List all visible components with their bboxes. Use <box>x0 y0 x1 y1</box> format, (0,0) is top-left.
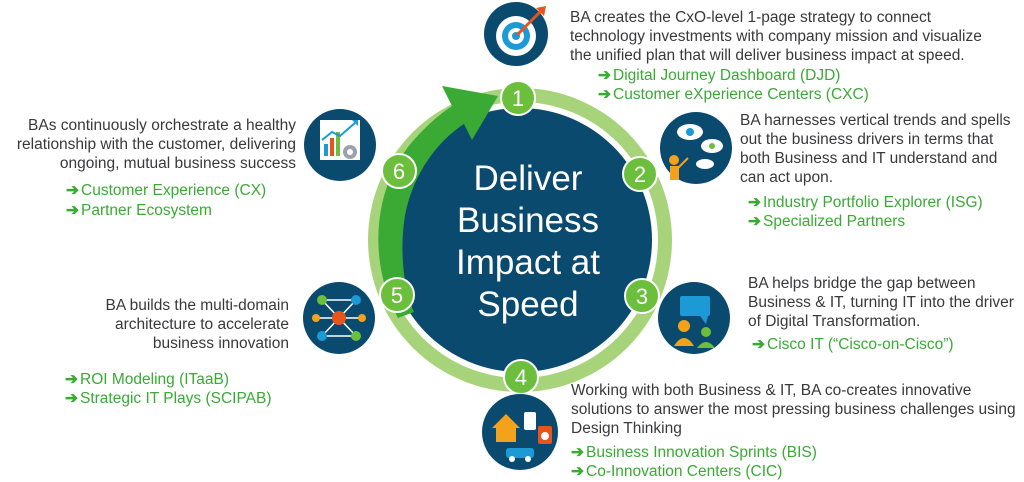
step-3-link-cisco-it[interactable]: ➔Cisco IT (“Cisco-on-Cisco”) <box>752 335 954 354</box>
link-label: ROI Modeling (ITaaB) <box>80 371 230 388</box>
green-arrow-icon: ➔ <box>748 213 761 230</box>
link-label: Co-Innovation Centers (CIC) <box>586 463 783 480</box>
green-arrow-icon: ➔ <box>571 444 584 461</box>
step-4-description: Working with both Business & IT, BA co-c… <box>571 382 1016 437</box>
green-arrow-icon: ➔ <box>66 202 79 219</box>
green-arrow-icon: ➔ <box>598 86 611 103</box>
step-badge-6: 6 <box>381 153 417 189</box>
step-2-description: BA harnesses vertical trends and spells … <box>740 112 1011 186</box>
step-6-link-partner-ecosystem[interactable]: ➔Partner Ecosystem <box>66 201 212 220</box>
step-number-5: 5 <box>391 283 403 308</box>
step-2-link-partners[interactable]: ➔Specialized Partners <box>748 212 905 231</box>
step-4-link-cic[interactable]: ➔Co-Innovation Centers (CIC) <box>571 462 782 481</box>
link-label: Customer Experience (CX) <box>81 182 267 199</box>
green-arrow-icon: ➔ <box>65 371 78 388</box>
green-arrow-icon: ➔ <box>598 67 611 84</box>
step-number-4: 4 <box>515 365 527 390</box>
green-arrow-icon: ➔ <box>65 390 78 407</box>
step-2-link-isg[interactable]: ➔Industry Portfolio Explorer (ISG) <box>748 193 983 212</box>
green-arrow-icon: ➔ <box>752 336 765 353</box>
step-1-link-cxc[interactable]: ➔Customer eXperience Centers (CXC) <box>598 85 869 104</box>
network-nodes-icon <box>303 282 375 354</box>
step-5-link-roi[interactable]: ➔ROI Modeling (ITaaB) <box>65 370 229 389</box>
step-3-description: BA helps bridge the gap between Business… <box>748 275 1014 330</box>
growth-chart-gear-icon <box>304 109 376 181</box>
link-label: Digital Journey Dashboard (DJD) <box>613 67 841 84</box>
link-label: Strategic IT Plays (SCIPAB) <box>80 390 272 407</box>
step-4-link-bis[interactable]: ➔Business Innovation Sprints (BIS) <box>571 443 817 462</box>
link-label: Cisco IT (“Cisco-on-Cisco”) <box>767 336 954 353</box>
presenter-cloud-icon <box>660 112 732 184</box>
step-5-link-scipab[interactable]: ➔Strategic IT Plays (SCIPAB) <box>65 389 272 408</box>
step-1-link-djd[interactable]: ➔Digital Journey Dashboard (DJD) <box>598 66 840 85</box>
link-label: Business Innovation Sprints (BIS) <box>586 444 817 461</box>
step-number-3: 3 <box>636 284 648 309</box>
step-badge-3: 3 <box>624 278 660 314</box>
link-label: Industry Portfolio Explorer (ISG) <box>763 194 983 211</box>
conversation-icon <box>658 282 730 354</box>
green-arrow-icon: ➔ <box>748 194 761 211</box>
step-number-2: 2 <box>634 162 646 187</box>
center-title-line: Deliver <box>473 159 583 198</box>
center-title-line: Business <box>456 201 600 240</box>
step-6-description: BAs continuously orchestrate a healthy r… <box>16 117 296 172</box>
green-arrow-icon: ➔ <box>571 463 584 480</box>
target-icon <box>484 2 548 66</box>
link-label: Specialized Partners <box>763 213 906 230</box>
center-title-line: Impact at <box>456 243 600 282</box>
step-6-link-cx[interactable]: ➔Customer Experience (CX) <box>66 181 266 200</box>
smart-home-icon <box>482 394 558 470</box>
step-5-description: BA builds the multi-domain architecture … <box>105 297 289 352</box>
step-badge-5: 5 <box>379 277 415 313</box>
link-label: Customer eXperience Centers (CXC) <box>613 86 869 103</box>
step-badge-4: 4 <box>503 359 539 395</box>
step-number-6: 6 <box>393 159 405 184</box>
center-title-line: Speed <box>477 285 579 324</box>
green-arrow-icon: ➔ <box>66 182 79 199</box>
link-label: Partner Ecosystem <box>81 202 212 219</box>
step-number-1: 1 <box>512 86 524 111</box>
step-badge-2: 2 <box>622 156 658 192</box>
step-1-description: BA creates the CxO-level 1-page strategy… <box>570 9 982 64</box>
center-title: Deliver Business Impact at Speed <box>428 158 628 326</box>
center-circle <box>388 108 652 372</box>
step-badge-1: 1 <box>500 80 536 116</box>
